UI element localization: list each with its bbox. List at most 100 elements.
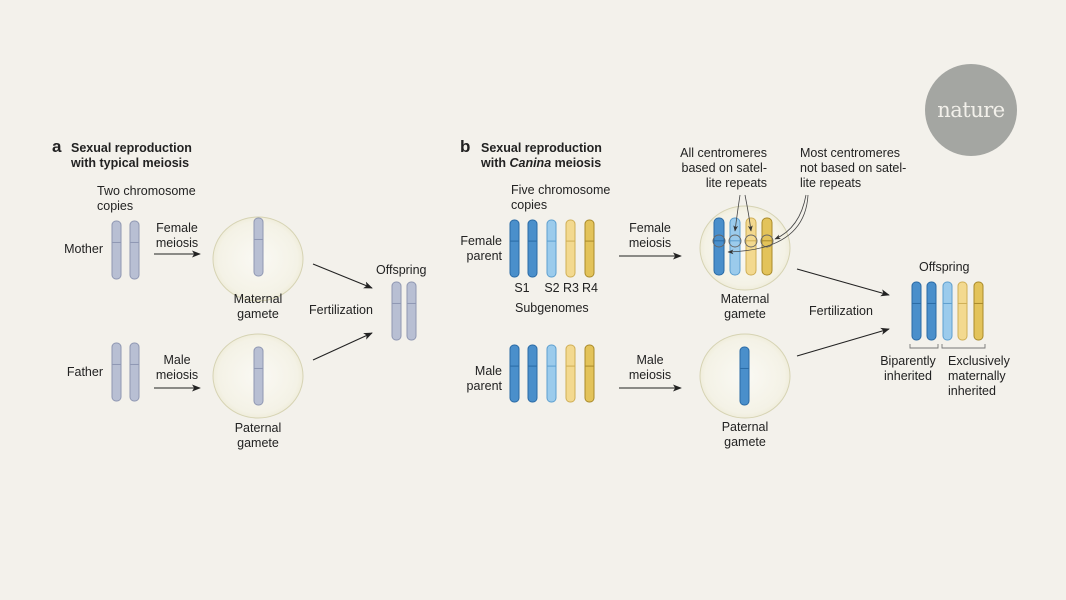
chromosome-offspring-b-5 bbox=[973, 281, 984, 341]
chromosome-mother-1 bbox=[111, 220, 122, 280]
centromere-circles bbox=[712, 234, 774, 248]
annotation-pointers-all bbox=[733, 194, 753, 232]
chromosome-offspring-a-1 bbox=[391, 281, 402, 341]
male-parent-line1: Male bbox=[474, 364, 502, 378]
female-parent-line2: parent bbox=[466, 249, 502, 263]
chromosome-maternal-gamete-b-2 bbox=[729, 217, 741, 276]
male-meiosis-line2: meiosis bbox=[155, 368, 199, 382]
male-meiosis-line1: Male bbox=[163, 353, 191, 367]
maternal-line1: Exclusively bbox=[948, 354, 1010, 368]
paternal-gamete-label-a: Paternal gamete bbox=[218, 421, 298, 451]
chromosome-offspring-a-2 bbox=[406, 281, 417, 341]
maternal-line2: maternally bbox=[948, 369, 1006, 383]
panel-a-letter: a bbox=[52, 137, 62, 156]
female-parent-label: Female parent bbox=[450, 234, 502, 264]
father-label: Father bbox=[66, 365, 103, 379]
paternal-gamete-label-b: Paternal gamete bbox=[705, 420, 785, 450]
biparent-line1: Biparently bbox=[880, 354, 936, 368]
exclusively-maternal-label: Exclusively maternally inherited bbox=[948, 354, 1010, 399]
title-italic-canina: Canina bbox=[509, 156, 552, 170]
chromosome-maternal-gamete-b-3 bbox=[745, 217, 757, 276]
male-meiosis-b-line1: Male bbox=[636, 353, 664, 367]
maternal-gamete-b-line2: gamete bbox=[724, 307, 766, 321]
title-suffix: meiosis bbox=[551, 156, 602, 170]
maternal-gamete-label-b: Maternal gamete bbox=[705, 292, 785, 322]
male-parent-label: Male parent bbox=[450, 364, 502, 394]
panel-a-title: Sexual reproduction with typical meiosis bbox=[71, 141, 192, 171]
chromosome-maternal-gamete-b-1 bbox=[713, 217, 725, 276]
chromosome-offspring-b-3 bbox=[942, 281, 953, 341]
chromosome-paternal-gamete-b bbox=[739, 346, 750, 406]
arrow-fertilization-maternal-a bbox=[312, 263, 373, 289]
female-meiosis-line1: Female bbox=[156, 221, 198, 235]
maternal-gamete-label-a: Maternal gamete bbox=[218, 292, 298, 322]
chromosome-offspring-b-2 bbox=[926, 281, 937, 341]
panel-b-title-line2: with Canina meiosis bbox=[481, 156, 602, 171]
subgenome-label-r3: R3 bbox=[563, 281, 579, 295]
subgenome-label-r4: R4 bbox=[582, 281, 598, 295]
offspring-label-b: Offspring bbox=[919, 260, 970, 274]
chromosome-female-parent-5 bbox=[584, 219, 595, 278]
female-meiosis-label-a: Female meiosis bbox=[146, 221, 208, 251]
five-copies-line1: Five chromosome bbox=[511, 183, 611, 197]
five-copies-label: Five chromosome copies bbox=[511, 183, 610, 213]
title-prefix: with bbox=[481, 156, 510, 170]
maternal-gamete-line1: Maternal bbox=[233, 292, 283, 306]
panel-a-title-line2: with typical meiosis bbox=[71, 156, 190, 170]
maternal-line3: inherited bbox=[948, 384, 996, 398]
panel-b-letter: b bbox=[460, 137, 471, 156]
five-copies-line2: copies bbox=[511, 198, 548, 212]
chromosome-offspring-b-1 bbox=[911, 281, 922, 341]
nature-logo: nature bbox=[925, 64, 1017, 156]
chromosome-father-1 bbox=[111, 342, 122, 402]
female-meiosis-b-line1: Female bbox=[629, 221, 671, 235]
offspring-label-a: Offspring bbox=[376, 263, 427, 277]
chromosome-female-parent-4 bbox=[565, 219, 576, 278]
subgenomes-label: Subgenomes bbox=[515, 301, 589, 315]
female-parent-line1: Female bbox=[460, 234, 502, 248]
subgenome-label-s2: S2 bbox=[544, 281, 560, 295]
chromosome-father-2 bbox=[129, 342, 140, 402]
male-parent-line2: parent bbox=[466, 379, 502, 393]
two-copies-label: Two chromosome copies bbox=[97, 184, 196, 214]
annotation-pointers-most bbox=[727, 194, 809, 255]
annotation-most-centromeres: Most centromeres not based on satel- lit… bbox=[800, 146, 906, 191]
fertilization-label-a: Fertilization bbox=[309, 303, 373, 317]
panel-a-title-line1: Sexual reproduction bbox=[71, 141, 192, 155]
maternal-gamete-line2: gamete bbox=[237, 307, 279, 321]
female-meiosis-line2: meiosis bbox=[155, 236, 199, 250]
paternal-gamete-b-line1: Paternal bbox=[721, 420, 769, 434]
chromosome-mother-2 bbox=[129, 220, 140, 280]
chromosome-paternal-gamete-a bbox=[253, 346, 264, 406]
fertilization-label-b: Fertilization bbox=[809, 304, 873, 318]
annotation-all-centromeres: All centromeres based on satel- lite rep… bbox=[660, 146, 767, 191]
biparently-inherited-label: Biparently inherited bbox=[868, 354, 948, 384]
female-meiosis-b-line2: meiosis bbox=[628, 236, 672, 250]
annotation-all-line2: based on satel- bbox=[681, 161, 767, 175]
copies-line2: copies bbox=[97, 199, 134, 213]
paternal-gamete-b-line2: gamete bbox=[724, 435, 766, 449]
chromosome-male-parent-1 bbox=[509, 344, 520, 403]
chromosome-male-parent-5 bbox=[584, 344, 595, 403]
chromosome-female-parent-3 bbox=[546, 219, 557, 278]
arrow-fertilization-maternal-b bbox=[796, 268, 890, 297]
male-meiosis-b-line2: meiosis bbox=[628, 368, 672, 382]
female-meiosis-label-b: Female meiosis bbox=[618, 221, 682, 251]
biparent-line2: inherited bbox=[884, 369, 932, 383]
annotation-most-line3: lite repeats bbox=[800, 176, 862, 190]
mother-label: Mother bbox=[64, 242, 103, 256]
chromosome-male-parent-4 bbox=[565, 344, 576, 403]
logo-text: nature bbox=[937, 98, 1005, 122]
chromosome-female-parent-2 bbox=[527, 219, 538, 278]
chromosome-maternal-gamete-a bbox=[253, 217, 264, 277]
paternal-gamete-line2: gamete bbox=[237, 436, 279, 450]
male-meiosis-label-a: Male meiosis bbox=[146, 353, 208, 383]
male-meiosis-label-b: Male meiosis bbox=[618, 353, 682, 383]
subgenome-label-s1: S1 bbox=[514, 281, 530, 295]
annotation-most-line2: not based on satel- bbox=[800, 161, 907, 175]
copies-line1: Two chromosome bbox=[97, 184, 196, 198]
bracket-biparent bbox=[909, 344, 939, 349]
panel-b-title: Sexual reproduction with Canina meiosis bbox=[481, 141, 602, 171]
arrow-fertilization-paternal-a bbox=[312, 332, 373, 361]
